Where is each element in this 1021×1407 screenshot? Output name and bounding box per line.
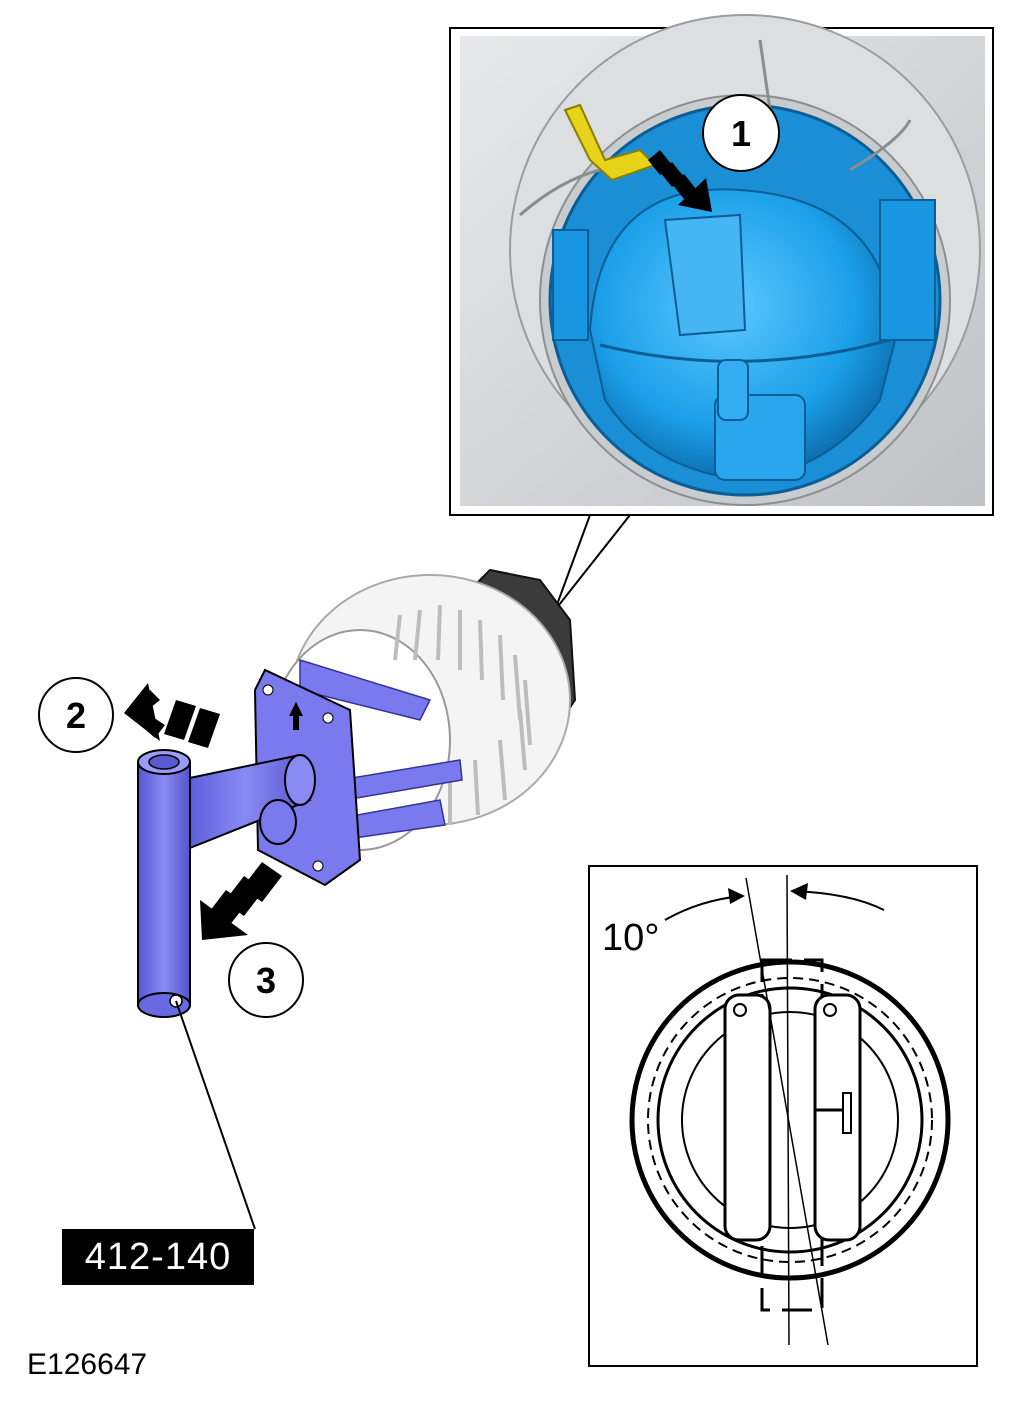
up-arrow-icon bbox=[289, 702, 303, 730]
figure-id: E126647 bbox=[27, 1348, 148, 1381]
svg-text:1: 1 bbox=[731, 113, 751, 154]
tool-leader-line bbox=[175, 1000, 256, 1230]
svg-text:3: 3 bbox=[256, 960, 276, 1001]
inset-detail-view: 1 bbox=[449, 14, 994, 516]
arrow-step-1 bbox=[648, 150, 712, 212]
inset-pointer bbox=[554, 514, 631, 611]
retaining-clip bbox=[563, 103, 657, 182]
callout-3: 3 bbox=[228, 942, 304, 1018]
arrow-step-2 bbox=[124, 683, 220, 748]
svg-text:2: 2 bbox=[66, 695, 86, 736]
angle-label: 10° bbox=[602, 917, 659, 959]
special-tool-412-140 bbox=[137, 668, 362, 1018]
arrow-step-3 bbox=[200, 862, 282, 940]
rotation-detail-view: 10° bbox=[588, 865, 978, 1367]
tool-handle bbox=[137, 761, 191, 1006]
callout-1: 1 bbox=[702, 94, 780, 172]
callout-2: 2 bbox=[38, 677, 114, 753]
tool-number-label: 412-140 bbox=[62, 1229, 254, 1285]
